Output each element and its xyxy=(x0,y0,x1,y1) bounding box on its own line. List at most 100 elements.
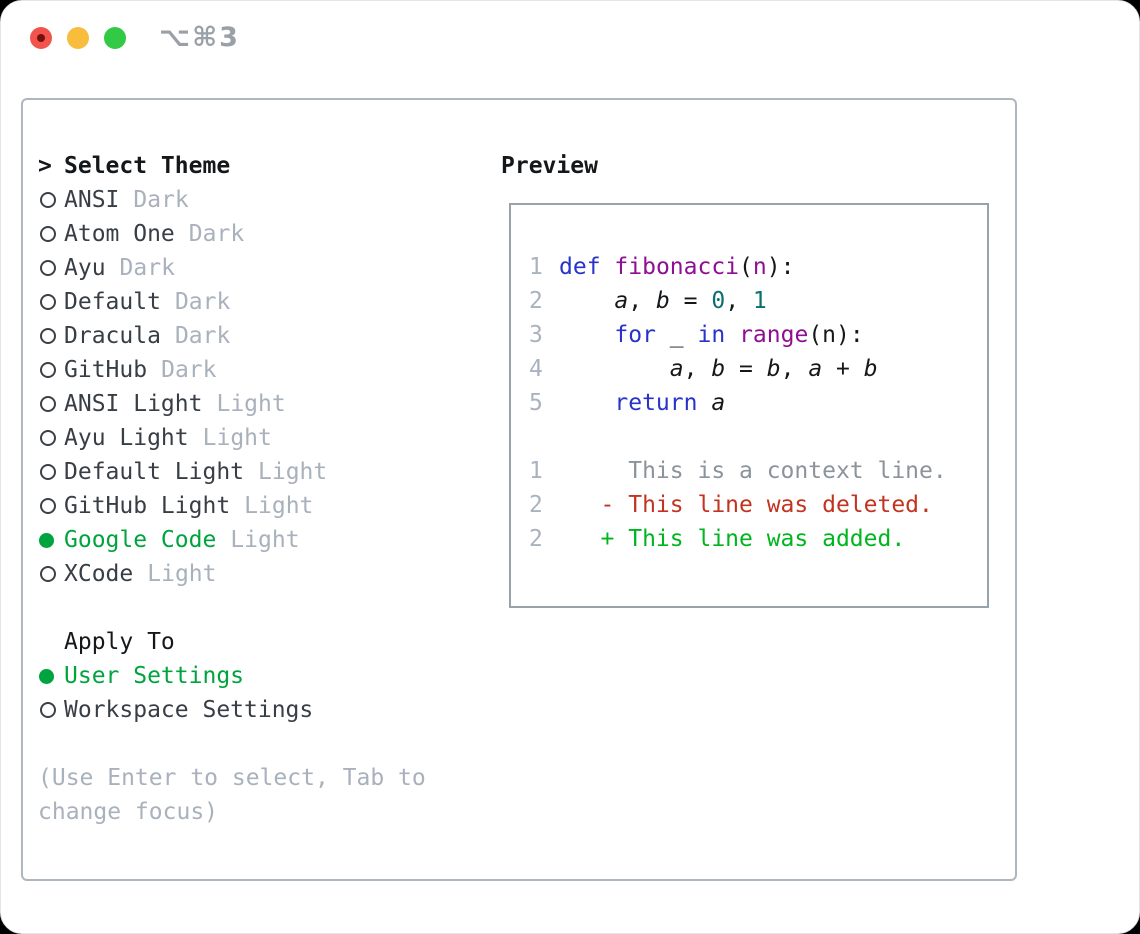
theme-option-default[interactable]: Default Dark xyxy=(38,285,482,319)
token-pl: = xyxy=(669,288,712,314)
theme-list-title: Select Theme xyxy=(64,153,231,179)
theme-name: GitHub Light xyxy=(64,493,231,519)
close-button[interactable] xyxy=(30,27,52,49)
theme-variant-label: Light xyxy=(230,527,300,553)
minimize-button[interactable] xyxy=(67,27,89,49)
token-pl: (n): xyxy=(808,322,864,348)
theme-name: Atom One xyxy=(64,221,175,247)
token-add: + This line was added. xyxy=(559,526,906,552)
token-pl xyxy=(559,322,614,348)
apply-to-title: Apply To xyxy=(64,629,175,655)
apply-option-workspace-settings[interactable]: Workspace Settings xyxy=(38,693,482,727)
diff-preview: 1 This is a context line.2 - This line w… xyxy=(529,454,987,556)
filled-dot-icon xyxy=(39,532,54,548)
token-pl: + xyxy=(822,356,864,382)
theme-variant-label: Dark xyxy=(174,289,231,315)
circle-icon xyxy=(40,566,56,582)
radio-icon xyxy=(38,396,64,412)
line-number: 2 xyxy=(529,288,543,314)
cursor-arrow: > xyxy=(38,153,52,179)
token-num: 1 xyxy=(752,288,767,314)
token-ctx: This is a context line. xyxy=(559,458,947,484)
theme-name: Ayu Light xyxy=(64,425,189,451)
theme-variant-label: Light xyxy=(147,561,217,587)
theme-option-github-light[interactable]: GitHub Light Light xyxy=(38,489,482,523)
token-pl xyxy=(601,254,615,280)
radio-icon xyxy=(38,430,64,446)
circle-icon xyxy=(40,430,56,446)
diff-line: 2 + This line was added. xyxy=(529,522,987,556)
token-num: 0 xyxy=(711,288,726,314)
token-var: a xyxy=(711,390,726,416)
token-pl: ): xyxy=(766,254,795,280)
circle-icon xyxy=(40,328,56,344)
theme-variant-label: Dark xyxy=(174,323,231,349)
code-line: 3 for _ in range(n): xyxy=(529,318,987,352)
code-line: 2 a, b = 0, 1 xyxy=(529,284,987,318)
line-number: 1 xyxy=(529,254,543,280)
token-pl xyxy=(656,322,670,348)
code-line: 4 a, b = b, a + b xyxy=(529,352,987,386)
selected-radio-icon xyxy=(38,532,64,548)
spacer xyxy=(38,727,482,761)
token-pl: , xyxy=(780,356,809,382)
theme-name: ANSI xyxy=(64,187,120,213)
token-kw: for xyxy=(614,322,656,348)
line-number: 5 xyxy=(529,390,543,416)
zoom-button[interactable] xyxy=(104,27,126,49)
apply-option-label: Workspace Settings xyxy=(64,697,314,723)
apply-option-user-settings[interactable]: User Settings xyxy=(38,659,482,693)
theme-list-header-row: > Select Theme xyxy=(38,149,482,183)
radio-icon xyxy=(38,294,64,310)
line-content: This is a context line. xyxy=(559,458,947,484)
radio-icon xyxy=(38,362,64,378)
token-var: a xyxy=(669,356,684,382)
radio-icon xyxy=(38,260,64,276)
token-var: b xyxy=(863,356,878,382)
theme-variant-label: Light xyxy=(258,459,328,485)
token-del: - This line was deleted. xyxy=(559,492,933,518)
code-line: 5 return a xyxy=(529,386,987,420)
circle-icon xyxy=(40,464,56,480)
theme-option-ansi[interactable]: ANSI Dark xyxy=(38,183,482,217)
radio-icon xyxy=(38,566,64,582)
token-kw: in xyxy=(697,322,726,348)
theme-name: Default xyxy=(64,289,161,315)
token-pl: , xyxy=(628,288,656,314)
token-pl xyxy=(725,322,739,348)
theme-variant-label: Light xyxy=(244,493,314,519)
line-number: 3 xyxy=(529,322,543,348)
line-content: a, b = 0, 1 xyxy=(559,288,767,314)
theme-variant-label: Dark xyxy=(133,187,189,213)
token-var: a xyxy=(614,288,629,314)
preview-title: Preview xyxy=(501,153,598,179)
line-content: def fibonacci(n): xyxy=(559,254,794,280)
diff-line: 1 This is a context line. xyxy=(529,454,987,488)
token-var: b xyxy=(766,356,781,382)
radio-icon xyxy=(38,328,64,344)
help-text: (Use Enter to select, Tab to change focu… xyxy=(38,765,426,825)
spacer xyxy=(38,591,482,625)
theme-variant-label: Dark xyxy=(161,357,217,383)
radio-icon xyxy=(38,702,64,718)
token-kw: return xyxy=(614,390,698,416)
radio-icon xyxy=(38,192,64,208)
token-fn: fibonacci xyxy=(614,254,740,280)
window-title: ⌥⌘3 xyxy=(159,22,240,53)
token-pl xyxy=(559,288,614,314)
cursor-marker: > xyxy=(38,153,64,179)
token-var: _ xyxy=(669,322,684,348)
line-content: return a xyxy=(559,390,725,416)
